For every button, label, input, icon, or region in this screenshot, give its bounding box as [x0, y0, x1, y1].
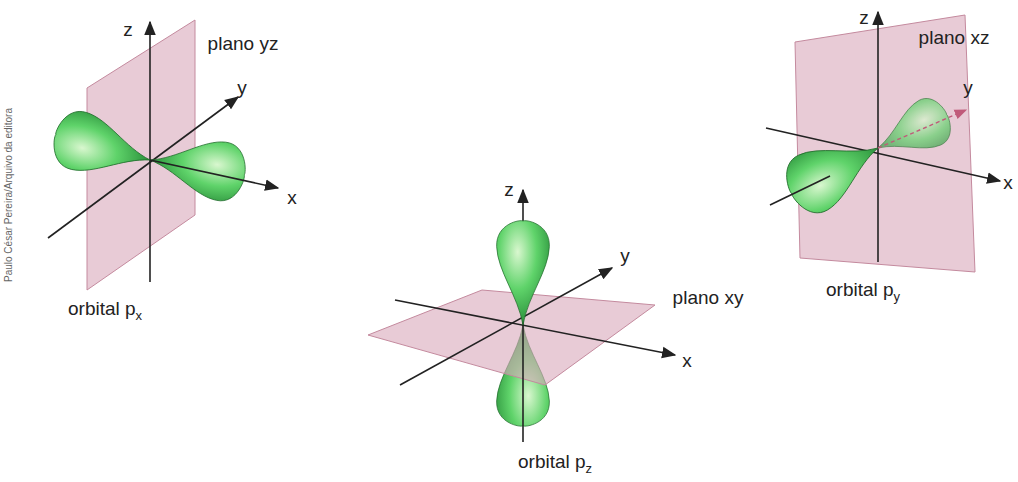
px-orbital	[48, 20, 278, 290]
axis-label: x	[287, 188, 297, 209]
axis-label: x	[1003, 173, 1013, 194]
orbital-label: orbital p	[68, 299, 136, 320]
y-axis	[878, 110, 966, 148]
x-axis	[150, 160, 278, 188]
plane-label: plano xy	[673, 288, 744, 309]
x-axis	[395, 300, 675, 355]
image-credit: Paulo César Pereira/Arquivo da editora	[3, 108, 14, 282]
plane-label: plano xz	[919, 28, 990, 49]
z-axis	[877, 12, 879, 262]
orbital-lobe	[497, 221, 550, 325]
axis-label: x	[682, 351, 692, 372]
orbital-lobe	[48, 106, 158, 188]
orbital-lobe	[145, 131, 249, 204]
orbital-subscript: z	[586, 462, 593, 476]
orbital-subscript: y	[894, 290, 901, 304]
axis-label: z	[504, 180, 514, 201]
axis-label: z	[859, 8, 869, 29]
axis-label: y	[620, 246, 630, 267]
orbital-subscript: x	[136, 309, 143, 323]
py-orbital	[766, 12, 1000, 272]
y-axis	[400, 268, 612, 385]
axis-label: z	[123, 20, 133, 41]
plane-xz	[795, 15, 975, 272]
plane-xy	[368, 290, 655, 385]
orbital-label: orbital p	[826, 280, 894, 301]
orbital-lobe	[867, 92, 958, 170]
orbital-label: orbital p	[518, 452, 586, 473]
pz-orbital	[368, 190, 675, 442]
plane-label: plano yz	[208, 34, 279, 55]
axis-label: y	[963, 78, 973, 99]
axis-label: y	[237, 78, 247, 99]
y-axis	[770, 176, 830, 205]
orbital-lobe	[777, 121, 893, 222]
z-axis	[149, 22, 151, 282]
